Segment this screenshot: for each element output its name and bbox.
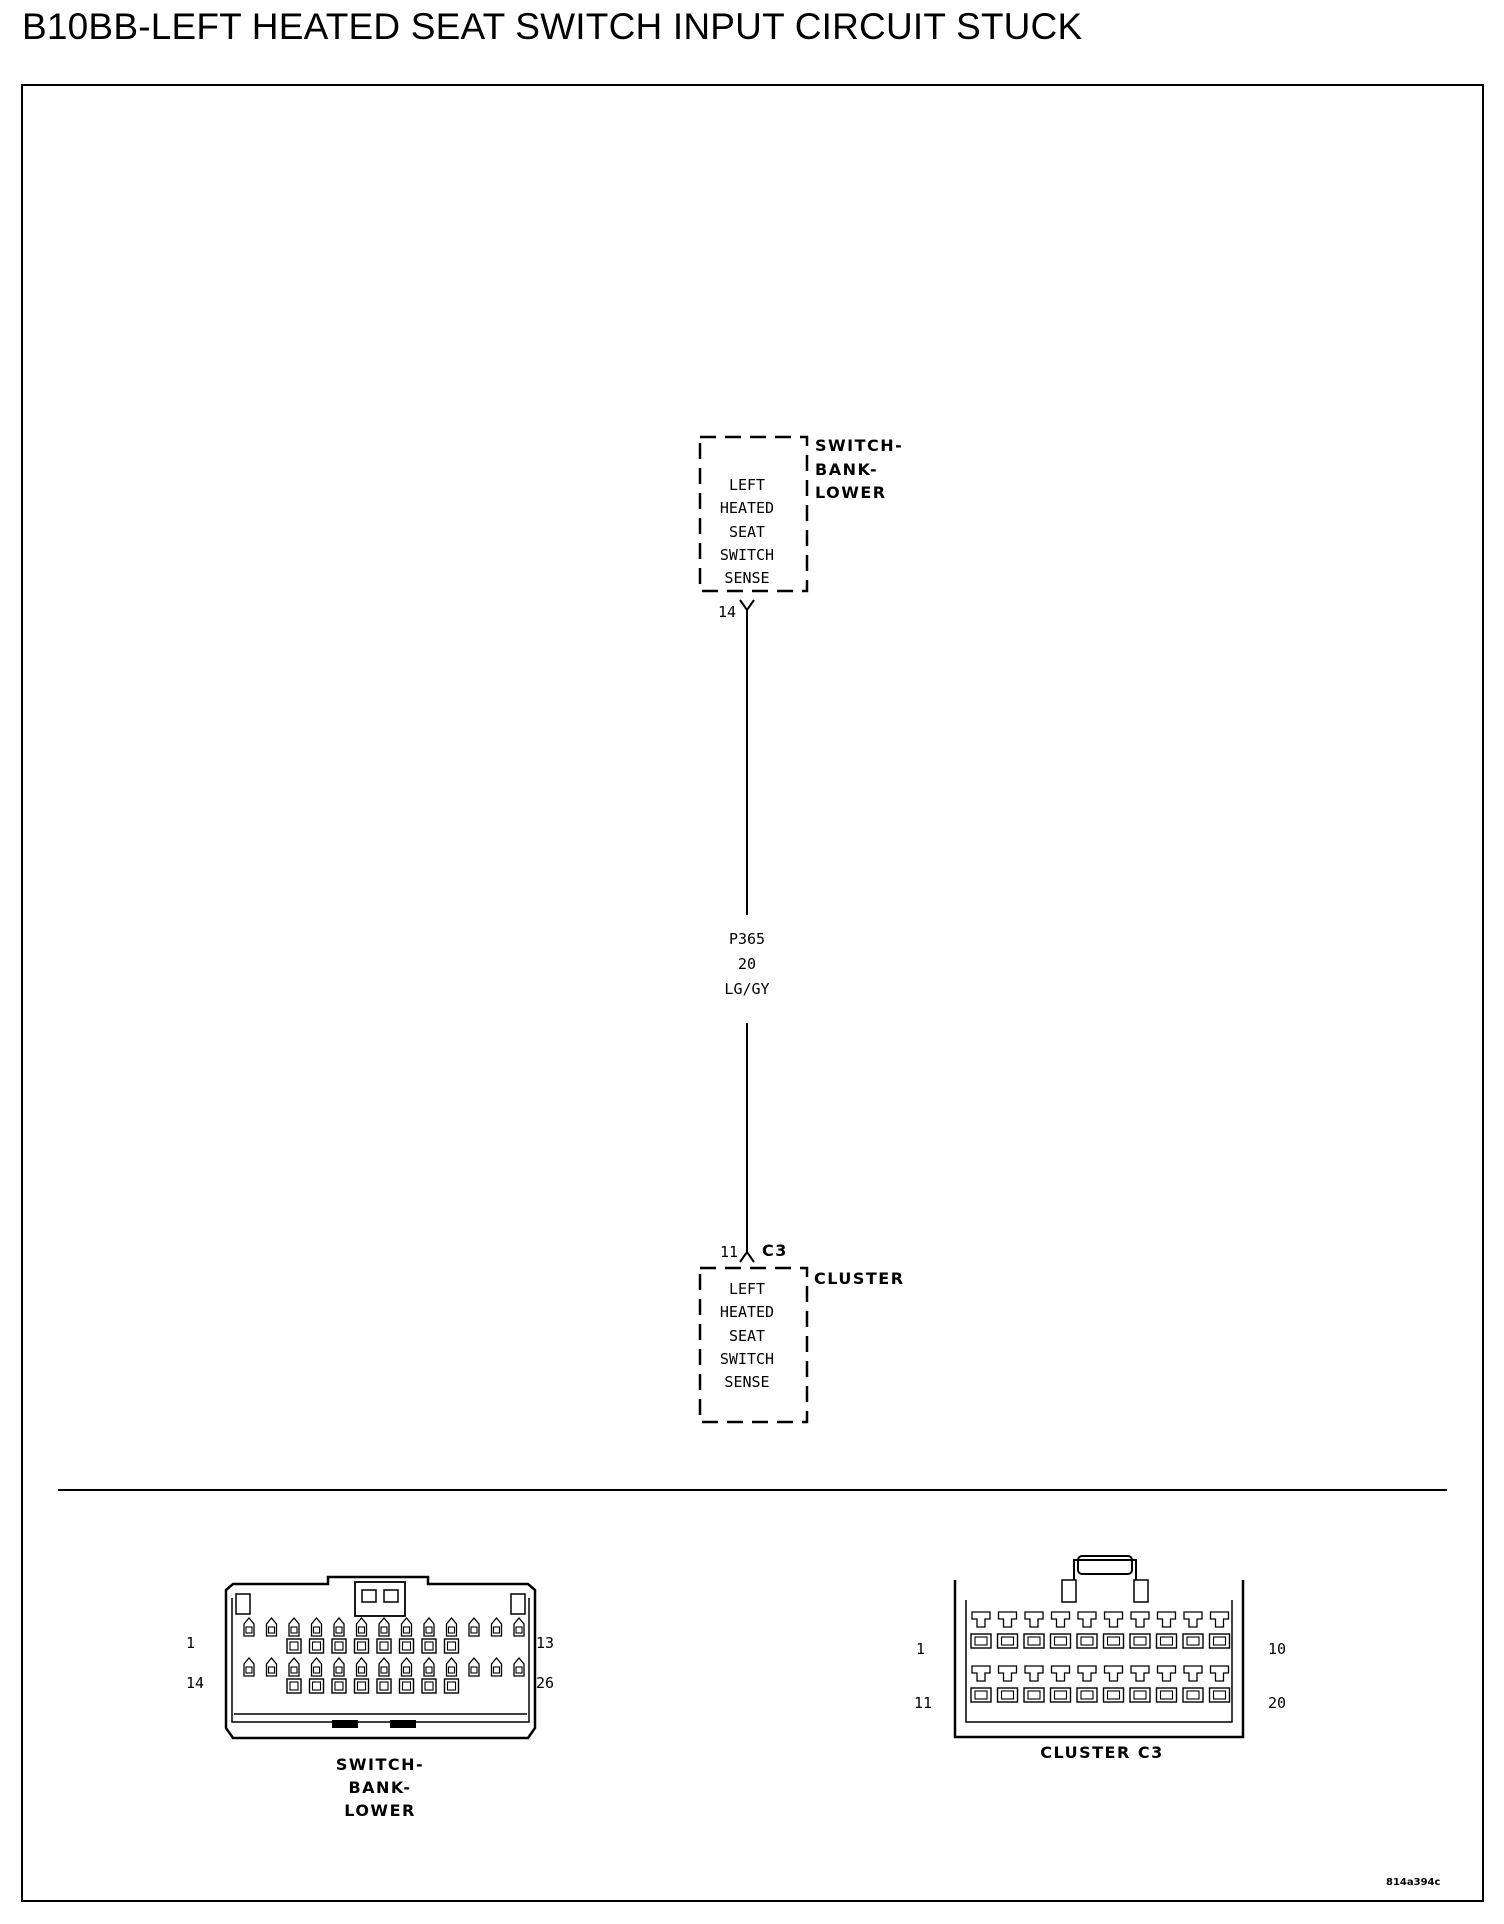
cluster-function-line-1: LEFT (729, 1280, 765, 1298)
switch-bank-pin-label-14: 14 (186, 1674, 204, 1692)
switch-bank-cavity (513, 1616, 525, 1637)
cluster-c3-cavity (970, 1665, 992, 1703)
wire-color-label: LG/GY (724, 980, 769, 998)
switch-bank-function-line-4: SWITCH (720, 546, 774, 564)
cluster-function-line-3: SEAT (729, 1327, 765, 1345)
switch-bank-function-line-1: LEFT (729, 476, 765, 494)
switch-bank-cavity (468, 1616, 480, 1637)
switch-bank-pin-label-13: 13 (536, 1634, 554, 1652)
switch-bank-cavity (243, 1656, 255, 1677)
cluster-c3-cavity (1076, 1611, 1098, 1649)
switch-bank-function-line-2: HEATED (720, 499, 774, 517)
cluster-c3-cavity (1155, 1665, 1178, 1703)
cluster-function-line-4: SWITCH (720, 1350, 774, 1368)
switch-bank-cavity (286, 1656, 302, 1694)
cluster-c3-cavity (996, 1665, 1019, 1703)
figure-code: 814a394c (1386, 1877, 1440, 1888)
cluster-c3-cavity (1129, 1665, 1151, 1703)
cluster-c3-cavity (1049, 1611, 1072, 1649)
cluster-c3-cavity (1129, 1611, 1151, 1649)
switch-bank-caption-line-3: LOWER (344, 1801, 416, 1820)
cluster-pin-number: 11 (720, 1243, 738, 1261)
cluster-c3-pin-label-20: 20 (1268, 1694, 1286, 1712)
wire-circuit-label: P365 (729, 930, 765, 948)
switch-bank-cavity (243, 1616, 255, 1637)
cluster-c3-cavity (1102, 1611, 1125, 1649)
cluster-c3-cavity (1182, 1611, 1204, 1649)
switch-bank-cavity (308, 1656, 325, 1694)
switch-bank-cavity (265, 1656, 278, 1677)
switch-bank-cavity (353, 1656, 370, 1694)
switch-bank-cavity (376, 1616, 392, 1654)
switch-bank-cavity (490, 1616, 503, 1637)
cluster-c3-cavity (970, 1611, 992, 1649)
switch-bank-caption-line-1: SWITCH- (336, 1755, 424, 1774)
page-title: B10BB-LEFT HEATED SEAT SWITCH INPUT CIRC… (22, 6, 1083, 47)
switch-bank-name-line-3: LOWER (815, 483, 887, 502)
switch-bank-cavity (286, 1616, 302, 1654)
switch-bank-cavity (443, 1616, 460, 1654)
cluster-c3-connector-view: 1 10 11 20 CLUSTER C3 (914, 1555, 1286, 1762)
switch-bank-cavity (421, 1616, 437, 1654)
switch-bank-caption-line-2: BANK- (348, 1778, 411, 1797)
wire-gauge-label: 20 (738, 955, 756, 973)
switch-bank-cavity (513, 1656, 525, 1677)
cluster-c3-cavity (1023, 1611, 1045, 1649)
cluster-c3-cavity (1208, 1611, 1231, 1649)
switch-bank-cavity (376, 1656, 392, 1694)
cluster-function-line-5: SENSE (724, 1373, 769, 1391)
cluster-component: 11 C3 LEFT HEATED SEAT SWITCH SENSE CLUS… (698, 1241, 905, 1424)
switch-bank-function-line-5: SENSE (724, 569, 769, 587)
switch-bank-name-line-1: SWITCH- (815, 436, 903, 455)
switch-bank-cavity (265, 1616, 278, 1637)
cluster-c3-cavity (1208, 1665, 1231, 1703)
switch-bank-cavity (308, 1616, 325, 1654)
diagram-frame (21, 84, 1484, 1902)
cluster-c3-cavity (1049, 1665, 1072, 1703)
switch-bank-pin-label-1: 1 (186, 1634, 195, 1652)
cluster-name: CLUSTER (814, 1269, 905, 1288)
cluster-c3-pin-label-10: 10 (1268, 1640, 1286, 1658)
switch-bank-connector-view: 1 13 14 26 SWITCH- BANK- LOWER (186, 1575, 554, 1820)
cluster-c3-cavity (1182, 1665, 1204, 1703)
switch-bank-terminal-icon (739, 599, 755, 612)
switch-bank-function-line-3: SEAT (729, 523, 765, 541)
switch-bank-name-line-2: BANK- (815, 460, 878, 479)
cluster-c3-pin-label-1: 1 (916, 1640, 925, 1658)
cluster-c3-cavity (1102, 1665, 1125, 1703)
cluster-c3-pin-label-11: 11 (914, 1694, 932, 1712)
switch-bank-cavity (468, 1656, 480, 1677)
cluster-function-line-2: HEATED (720, 1303, 774, 1321)
switch-bank-cavity (443, 1656, 460, 1694)
switch-bank-cavity (398, 1656, 415, 1694)
switch-bank-cavity (490, 1656, 503, 1677)
switch-bank-cavity (398, 1616, 415, 1654)
cluster-c3-cavity (1155, 1611, 1178, 1649)
cluster-terminal-icon (739, 1250, 755, 1263)
cluster-connector-id: C3 (762, 1241, 788, 1260)
switch-bank-pin-label-26: 26 (536, 1674, 554, 1692)
cluster-c3-cavity (1076, 1665, 1098, 1703)
switch-bank-pin-number: 14 (718, 603, 736, 621)
switch-bank-cavity (421, 1656, 437, 1694)
switch-bank-cavity (331, 1656, 347, 1694)
switch-bank-component: LEFT HEATED SEAT SWITCH SENSE SWITCH- BA… (698, 435, 903, 621)
cluster-c3-cavity (996, 1611, 1019, 1649)
switch-bank-cavity (353, 1616, 370, 1654)
switch-bank-cavity (331, 1616, 347, 1654)
cluster-c3-cavity (1023, 1665, 1045, 1703)
cluster-c3-caption: CLUSTER C3 (1040, 1743, 1164, 1762)
